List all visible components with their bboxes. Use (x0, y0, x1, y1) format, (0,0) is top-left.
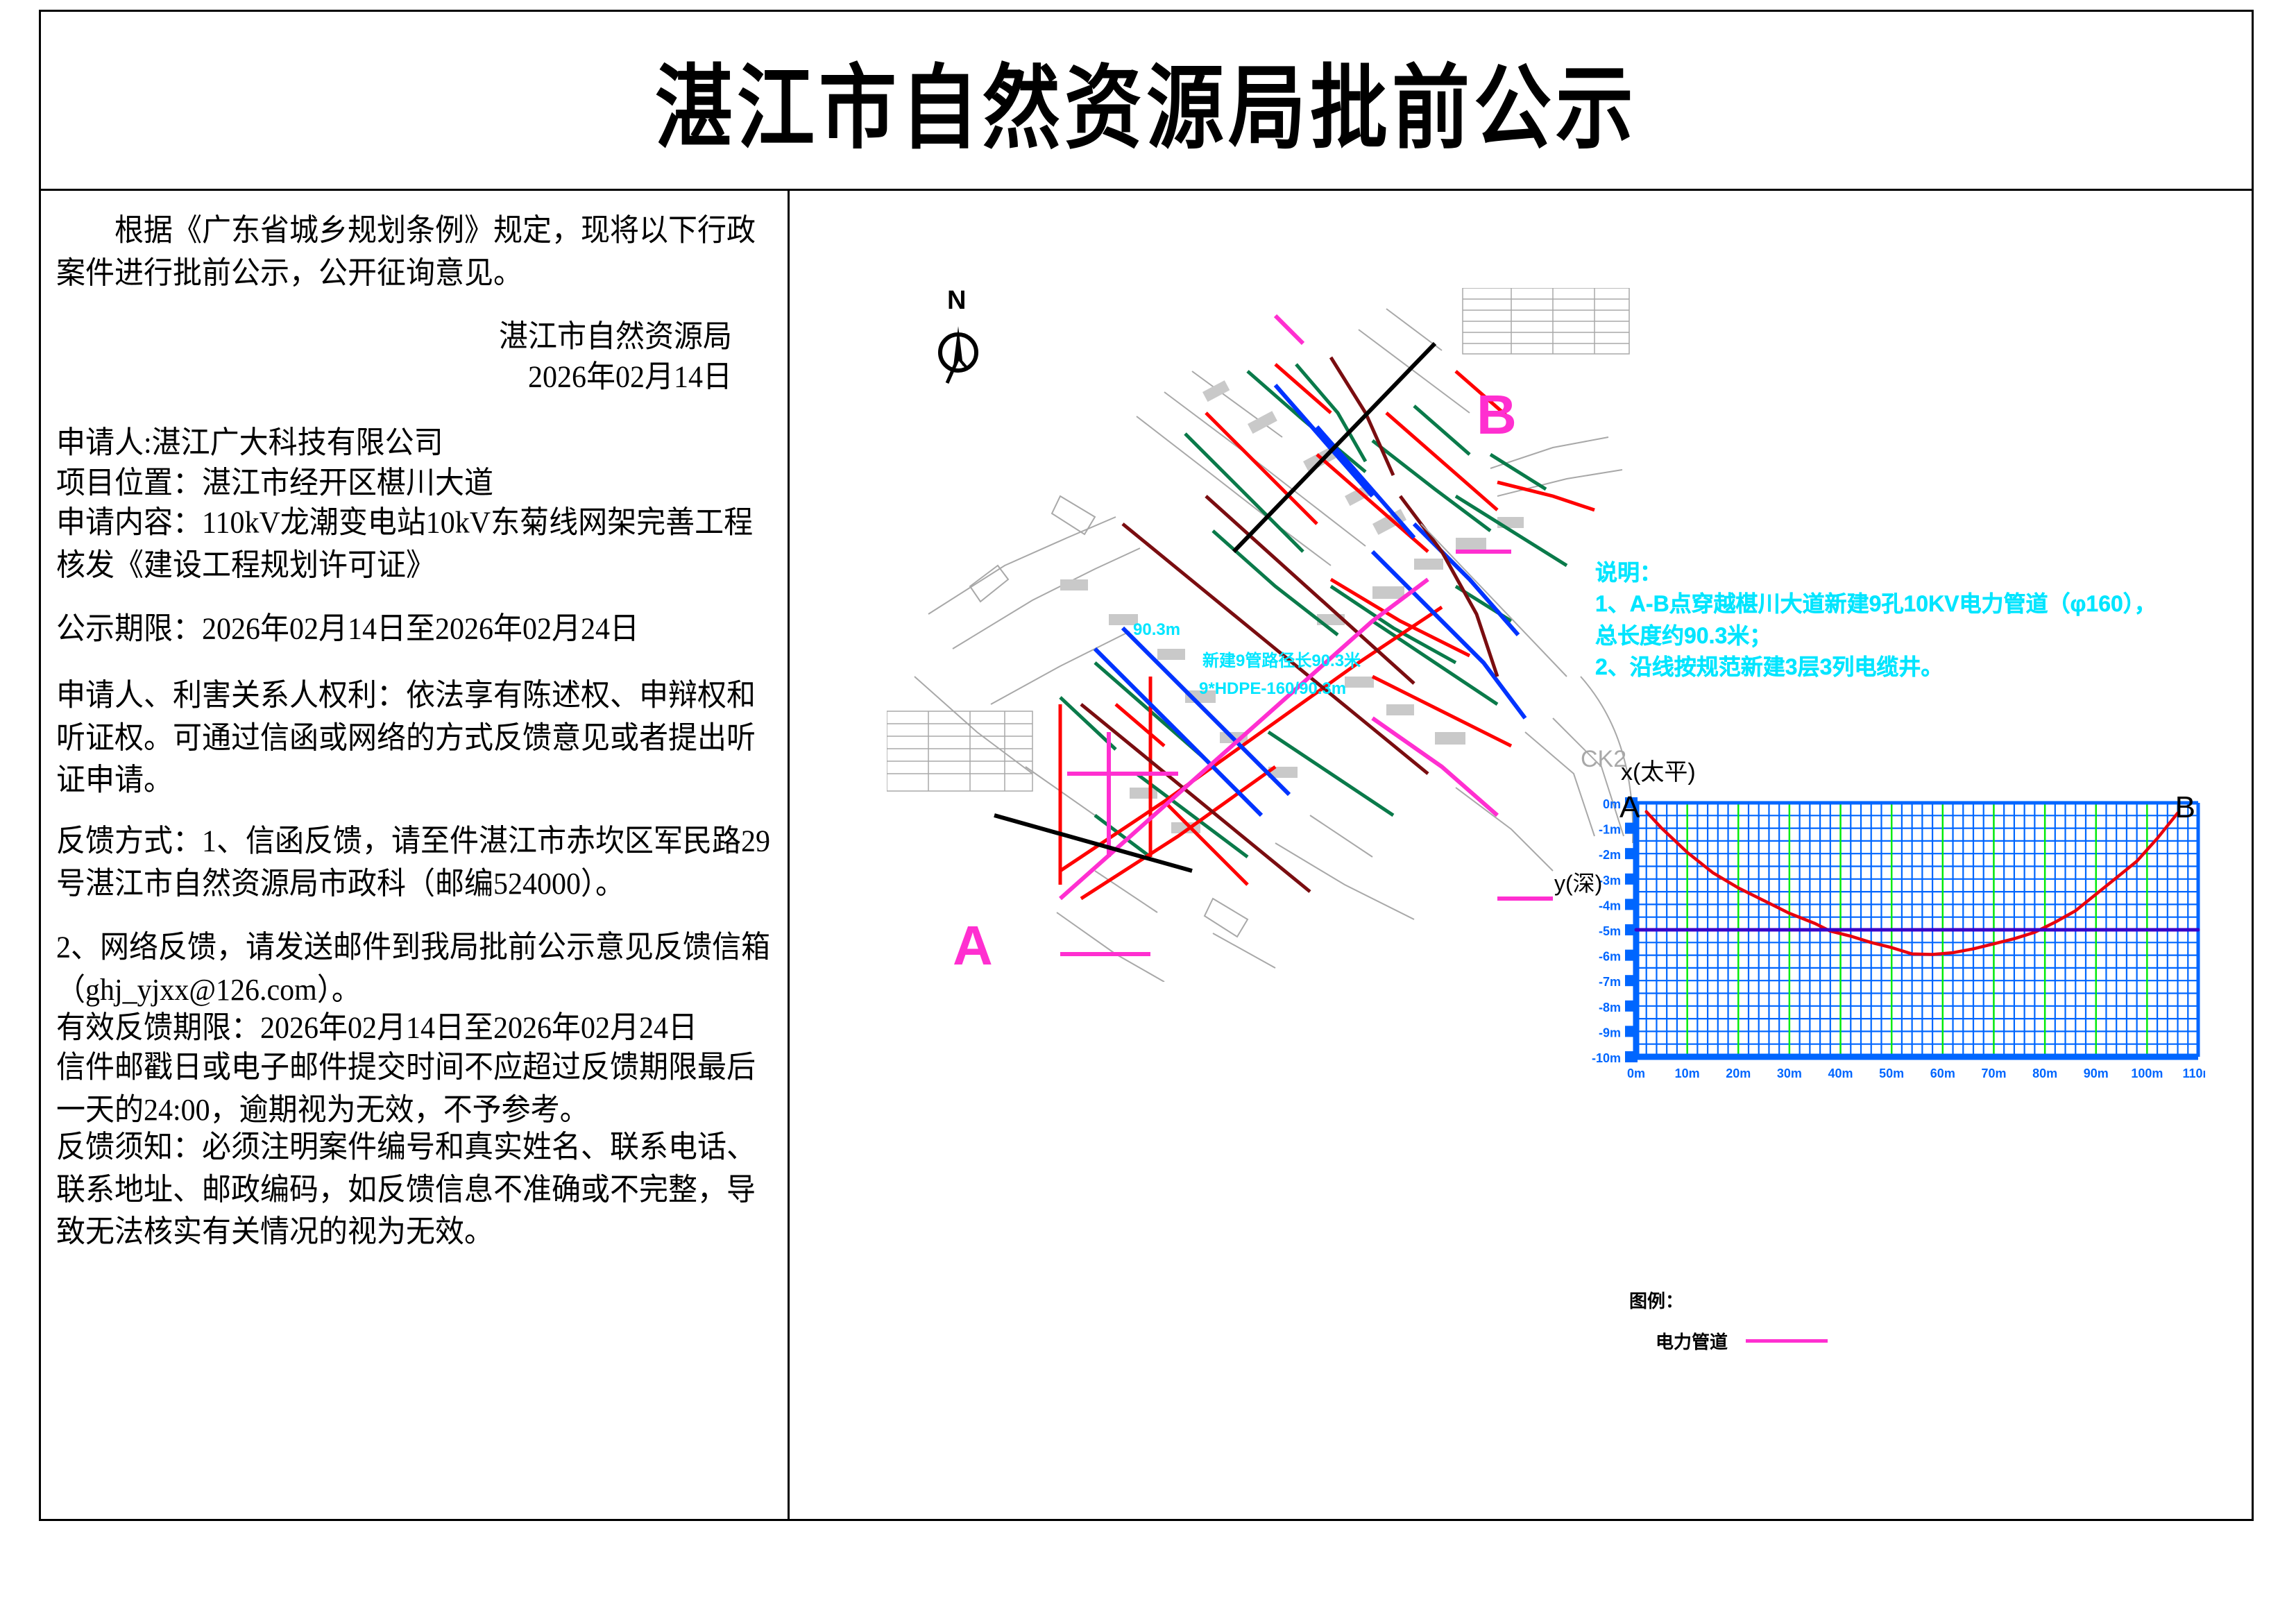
svg-text:-5m: -5m (1599, 924, 1621, 938)
field-feedback-method-2: 2、网络反馈，请发送邮件到我局批前公示意见反馈信箱（ghj_yjxx@126.c… (56, 931, 771, 1008)
legend-item-label: 电力管道 (1656, 1332, 1728, 1352)
note-title: 说明： (1595, 560, 1663, 585)
svg-text:-3m: -3m (1599, 874, 1621, 887)
field-application-content: 申请内容：110kV龙潮变电站10kV东菊线网架完善工程核发《建设工程规划许可证… (56, 506, 754, 583)
svg-text:60m: 60m (1930, 1067, 1955, 1080)
notice-issue-date: 2026年02月14日 (527, 359, 732, 394)
svg-text:40m: 40m (1828, 1067, 1853, 1080)
chart-point-a-label: A (1619, 790, 1640, 824)
svg-text:90m: 90m (2084, 1067, 2109, 1080)
svg-text:-4m: -4m (1599, 899, 1621, 912)
svg-text:80m: 80m (2032, 1067, 2057, 1080)
explanatory-note: 说明： 1、A-B点穿越椹川大道新建9孔10KV电力管道（φ160）， 总长度约… (1595, 557, 2220, 683)
profile-chart-plot: 0m -1m -2m -3m -4m -5m -6m -7m -8m -9m -10m 0m 10m 20… (1592, 797, 2214, 1080)
map-table-topright (1462, 288, 1630, 355)
map-point-a-label: A (953, 915, 993, 976)
note-line-2: 2、沿线按规范新建3层3列电缆井。 (1595, 654, 1944, 680)
notice-issuer: 湛江市自然资源局 (498, 320, 732, 355)
section-line-ab (994, 341, 1437, 873)
map-annotation-0: 90.3m (1133, 620, 1180, 639)
map-annotations: 90.3m 新建9管路径长90.3米 9*HDPE-160/90.3m (1133, 620, 1361, 698)
north-arrow-icon: N (932, 286, 987, 384)
svg-text:0m: 0m (1627, 1067, 1645, 1080)
chart-point-b-label: B (2175, 790, 2195, 824)
svg-text:-9m: -9m (1599, 1026, 1621, 1039)
page-title: 湛江市自然资源局批前公示 (655, 56, 1638, 160)
field-applicant: 申请人:湛江广大科技有限公司 (56, 426, 443, 461)
svg-text:-6m: -6m (1599, 950, 1621, 964)
drawing-sheet: 湛江市自然资源局批前公示 根据《广东省城乡规划条例》规定，现将以下行政案件进行批… (39, 10, 2254, 1521)
compass-glyph (938, 326, 978, 384)
legend-title: 图例： (1629, 1291, 1684, 1311)
pipeline-red (1058, 363, 1595, 901)
pipeline-power-duct (1059, 314, 1553, 956)
svg-text:110m: 110m (2182, 1067, 2205, 1080)
legend-item-swatch (1746, 1339, 1828, 1343)
map-annotation-1: 新建9管路径长90.3米 (1202, 651, 1361, 670)
field-feedback-method-1: 反馈方式：1、信函反馈，请至件湛江市赤坎区军民路29号湛江市自然资源局市政科（邮… (56, 824, 771, 901)
drawing-panel: N (790, 191, 2254, 1521)
basemap-linework (914, 308, 1634, 982)
callout-leader-line (1420, 523, 1567, 677)
svg-text:50m: 50m (1879, 1067, 1904, 1080)
note-line-1: 总长度约90.3米； (1595, 622, 1772, 648)
map-table-left (887, 711, 1033, 792)
svg-text:-1m: -1m (1599, 823, 1621, 837)
svg-text:30m: 30m (1777, 1067, 1802, 1080)
basemap-buildings (1060, 380, 1524, 833)
pipeline-plan-map: A B 90.3m 新建9管路径长90.3米 9*HDPE-160/90.3m … (887, 288, 1634, 982)
map-point-b-label: B (1477, 384, 1517, 445)
chart-ylabel: y(深) (1554, 871, 1603, 896)
sheet-header: 湛江市自然资源局批前公示 (41, 12, 2252, 191)
field-feedback-notice: 反馈须知：必须注明案件编号和真实姓名、联系电话、联系地址、邮政编码，如反馈信息不… (56, 1130, 756, 1250)
pipeline-darkred (1080, 356, 1499, 893)
note-line-0: 1、A-B点穿越椹川大道新建9孔10KV电力管道（φ160）， (1595, 591, 2157, 617)
north-label: N (947, 286, 967, 315)
legend: 图例： 电力管道 (1629, 1287, 1921, 1354)
pipeline-blue (1093, 384, 1527, 817)
svg-text:-7m: -7m (1599, 975, 1621, 989)
legend-item: 电力管道 (1629, 1328, 1921, 1354)
map-point-labels: A B (953, 384, 1517, 976)
map-annotation-2: 9*HDPE-160/90.3m (1199, 679, 1346, 698)
field-publicity-period: 公示期限：2026年02月14日至2026年02月24日 (56, 612, 640, 647)
field-valid-period: 有效反馈期限：2026年02月14日至2026年02月24日 (56, 1010, 698, 1045)
map-road-label: CK2 (1581, 746, 1626, 772)
svg-text:10m: 10m (1675, 1067, 1700, 1080)
chart-xlabel: x(太平) (1621, 759, 1696, 785)
svg-text:0m: 0m (1603, 797, 1621, 811)
profile-chart: x(太平) y(深) A B 0m -1m -2m -3m -4m -5m -6m -7m -8… (1554, 759, 2214, 1121)
svg-text:-10m: -10m (1592, 1051, 1621, 1065)
field-project-location: 项目位置：湛江市经开区椹川大道 (56, 466, 494, 500)
field-rights: 申请人、利害关系人权利：依法享有陈述权、申辩权和听证权。可通过信函或网络的方式反… (56, 679, 756, 797)
svg-text:-8m: -8m (1599, 1001, 1621, 1014)
field-valid-period-note: 信件邮戳日或电子邮件提交时间不应超过反馈期限最后一天的24:00，逾期视为无效，… (56, 1051, 756, 1128)
svg-text:100m: 100m (2131, 1067, 2163, 1080)
notice-intro: 根据《广东省城乡规划条例》规定，现将以下行政案件进行批前公示，公开征询意见。 (56, 214, 756, 291)
svg-text:20m: 20m (1726, 1067, 1751, 1080)
svg-text:-2m: -2m (1599, 848, 1621, 862)
svg-text:70m: 70m (1981, 1067, 2006, 1080)
notice-text-panel: 根据《广东省城乡规划条例》规定，现将以下行政案件进行批前公示，公开征询意见。 湛… (41, 191, 790, 1521)
